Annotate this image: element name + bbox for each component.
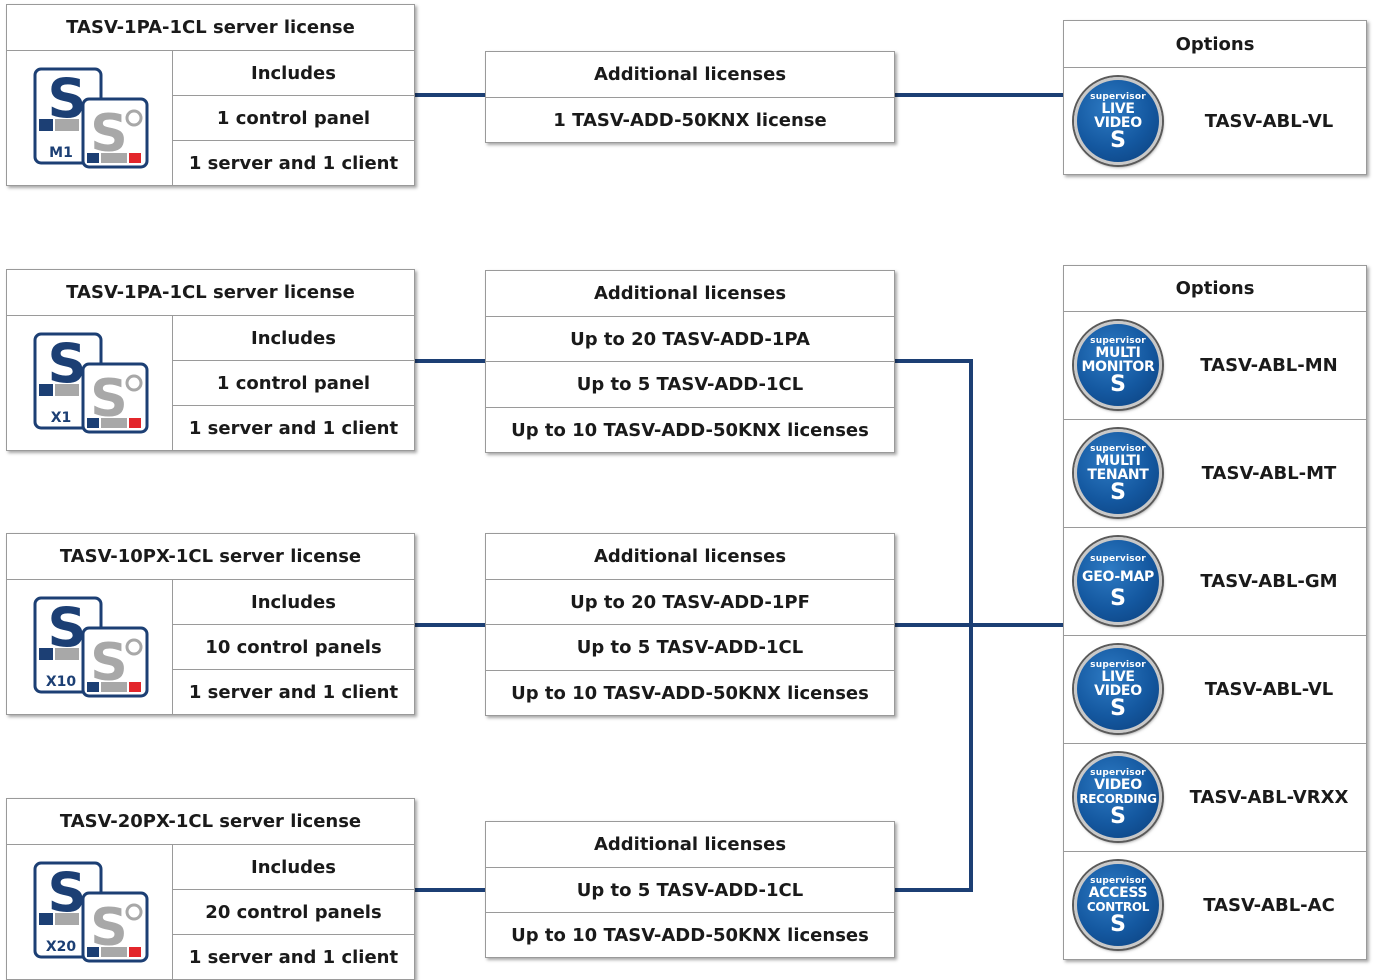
option-row: supervisor ACCESS CONTROL S TASV-ABL-AC	[1064, 852, 1366, 960]
option-row: supervisor MULTI TENANT S TASV-ABL-MT	[1064, 420, 1366, 528]
supervisor-license-logo: S X20 S	[33, 861, 149, 963]
option-row: supervisor VIDEO RECORDING S TASV-ABL-VR…	[1064, 744, 1366, 852]
option-code: TASV-ABL-AC	[1203, 895, 1335, 916]
logo-tag: X20	[46, 939, 77, 955]
includes-label: Includes	[173, 580, 414, 625]
additional-license-item: Up to 5 TASV-ADD-1CL	[486, 868, 894, 913]
options-box: Options supervisor MULTI MONITOR S TASV-…	[1063, 265, 1367, 960]
additional-license-item: Up to 5 TASV-ADD-1CL	[486, 625, 894, 671]
additional-license-item: Up to 20 TASV-ADD-1PF	[486, 580, 894, 625]
live-video-badge-icon: supervisor LIVE VIDEO S	[1074, 77, 1162, 165]
additional-license-item: 1 TASV-ADD-50KNX license	[553, 110, 827, 131]
control-panel-count: 1 control panel	[173, 96, 414, 141]
multi-tenant-badge-icon: supervisor MULTI TENANT S	[1074, 429, 1162, 517]
server-license-title: TASV-1PA-1CL server license	[7, 5, 414, 51]
option-code: TASV-ABL-VRXX	[1189, 787, 1349, 808]
connector-line	[969, 359, 973, 892]
video-recording-badge-icon: supervisor VIDEO RECORDING S	[1074, 753, 1162, 841]
connector-line	[894, 359, 973, 363]
control-panel-count: 20 control panels	[173, 890, 414, 935]
option-code: TASV-ABL-MT	[1201, 463, 1337, 484]
additional-licenses-title: Additional licenses	[486, 822, 894, 868]
live-video-badge-icon: supervisor LIVE VIDEO S	[1074, 645, 1162, 733]
additional-license-item: Up to 10 TASV-ADD-50KNX licenses	[511, 683, 869, 704]
server-license-title: TASV-20PX-1CL server license	[7, 799, 414, 845]
connector-line	[894, 623, 1064, 627]
server-client-count: 1 server and 1 client	[188, 418, 399, 439]
connector-line	[414, 93, 486, 97]
control-panel-count: 1 control panel	[173, 361, 414, 406]
logo-tag: X10	[46, 674, 77, 690]
server-license-title: TASV-10PX-1CL server license	[7, 534, 414, 580]
additional-licenses-title: Additional licenses	[486, 271, 894, 317]
control-panel-count: 10 control panels	[173, 625, 414, 670]
server-license-box: TASV-20PX-1CL server license S X20 S Inc…	[6, 798, 415, 980]
option-code: TASV-ABL-GM	[1200, 571, 1338, 592]
option-row: supervisor LIVE VIDEO S TASV-ABL-VL	[1064, 68, 1366, 175]
server-license-box: TASV-1PA-1CL server license S X1 S Inclu…	[6, 269, 415, 451]
additional-license-item: Up to 10 TASV-ADD-50KNX licenses	[511, 420, 869, 441]
options-title: Options	[1064, 266, 1366, 312]
includes-label: Includes	[173, 845, 414, 890]
server-license-title: TASV-1PA-1CL server license	[7, 270, 414, 316]
connector-line	[894, 93, 1064, 97]
options-title: Options	[1064, 21, 1366, 68]
additional-license-item: Up to 5 TASV-ADD-1CL	[486, 362, 894, 408]
additional-license-item: Up to 10 TASV-ADD-50KNX licenses	[511, 925, 869, 946]
connector-line	[414, 623, 486, 627]
supervisor-license-logo: S X10 S	[33, 596, 149, 698]
additional-licenses-box: Additional licenses Up to 20 TASV-ADD-1P…	[485, 270, 895, 453]
additional-licenses-title: Additional licenses	[486, 534, 894, 580]
option-row: supervisor MULTI MONITOR S TASV-ABL-MN	[1064, 312, 1366, 420]
supervisor-license-logo: S M1 S	[33, 67, 149, 169]
logo-tag: M1	[49, 145, 73, 161]
server-license-box: TASV-1PA-1CL server license S M1 S Inclu…	[6, 4, 415, 186]
server-license-box: TASV-10PX-1CL server license S X10 S Inc…	[6, 533, 415, 715]
option-code: TASV-ABL-VL	[1204, 679, 1334, 700]
additional-licenses-title: Additional licenses	[486, 52, 894, 98]
access-control-badge-icon: supervisor ACCESS CONTROL S	[1074, 861, 1162, 949]
option-code: TASV-ABL-VL	[1204, 111, 1334, 132]
connector-line	[414, 888, 486, 892]
includes-label: Includes	[173, 316, 414, 361]
connector-line	[894, 888, 973, 892]
option-row: supervisor GEO-MAP S TASV-ABL-GM	[1064, 528, 1366, 636]
option-code: TASV-ABL-MN	[1200, 355, 1338, 376]
options-box: Options supervisor LIVE VIDEO S TASV-ABL…	[1063, 20, 1367, 175]
additional-licenses-box: Additional licenses 1 TASV-ADD-50KNX lic…	[485, 51, 895, 143]
server-client-count: 1 server and 1 client	[188, 153, 399, 174]
server-client-count: 1 server and 1 client	[188, 682, 399, 703]
server-client-count: 1 server and 1 client	[188, 947, 399, 968]
multi-monitor-badge-icon: supervisor MULTI MONITOR S	[1074, 321, 1162, 409]
logo-tag: X1	[51, 410, 72, 426]
additional-licenses-box: Additional licenses Up to 20 TASV-ADD-1P…	[485, 533, 895, 716]
supervisor-license-logo: S X1 S	[33, 332, 149, 434]
connector-line	[414, 359, 486, 363]
geo-map-badge-icon: supervisor GEO-MAP S	[1074, 537, 1162, 625]
additional-licenses-box: Additional licenses Up to 5 TASV-ADD-1CL…	[485, 821, 895, 958]
additional-license-item: Up to 20 TASV-ADD-1PA	[486, 317, 894, 362]
option-row: supervisor LIVE VIDEO S TASV-ABL-VL	[1064, 636, 1366, 744]
includes-label: Includes	[173, 51, 414, 96]
